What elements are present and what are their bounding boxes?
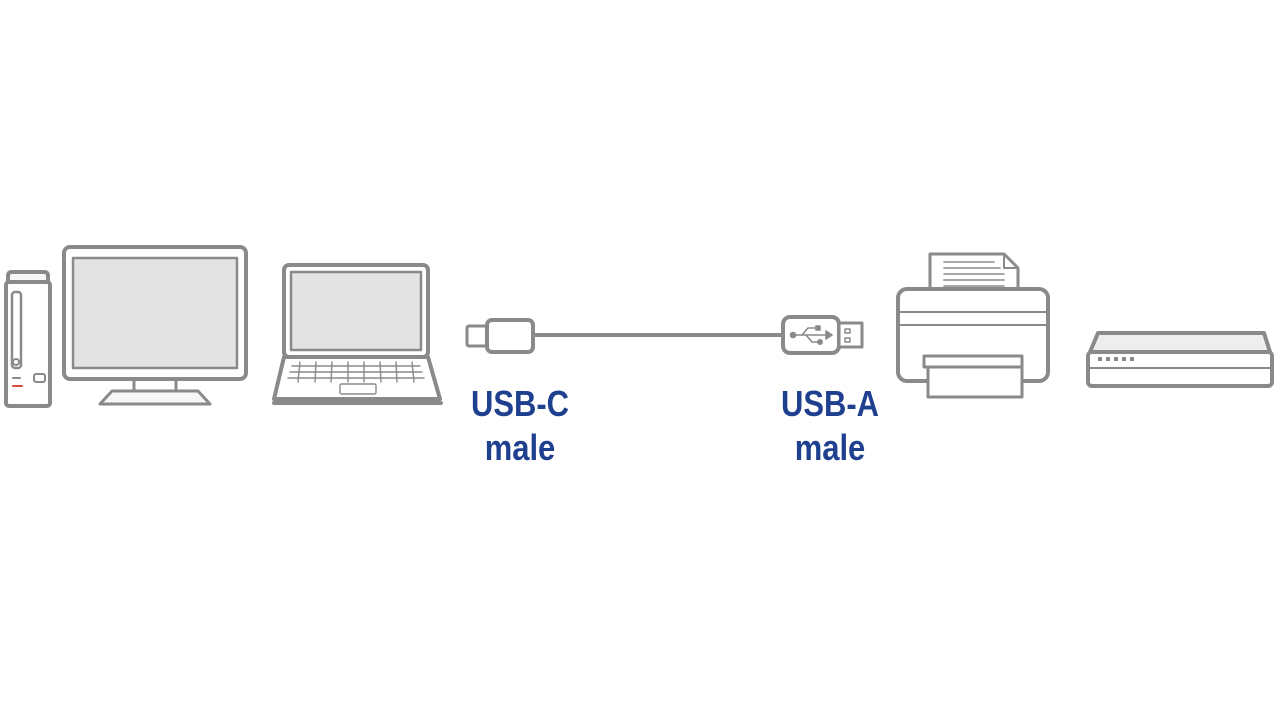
usb-a-gender-text: male: [794, 427, 866, 468]
usb-a-type-text: USB-A: [780, 383, 880, 424]
desktop-monitor-icon: [62, 245, 248, 406]
usb-a-connector-label: USB-A male: [759, 382, 900, 470]
usb-c-type-text: USB-C: [470, 383, 570, 424]
usb-c-gender-text: male: [484, 427, 556, 468]
usb-c-plug-icon: [465, 318, 535, 354]
usb-c-connector-label: USB-C male: [451, 382, 589, 470]
usb-a-plug-icon: [781, 315, 864, 355]
laptop-icon: [272, 263, 443, 405]
network-switch-icon: [1086, 331, 1274, 388]
printer-icon: [896, 252, 1050, 399]
desktop-tower-icon: [4, 270, 52, 408]
